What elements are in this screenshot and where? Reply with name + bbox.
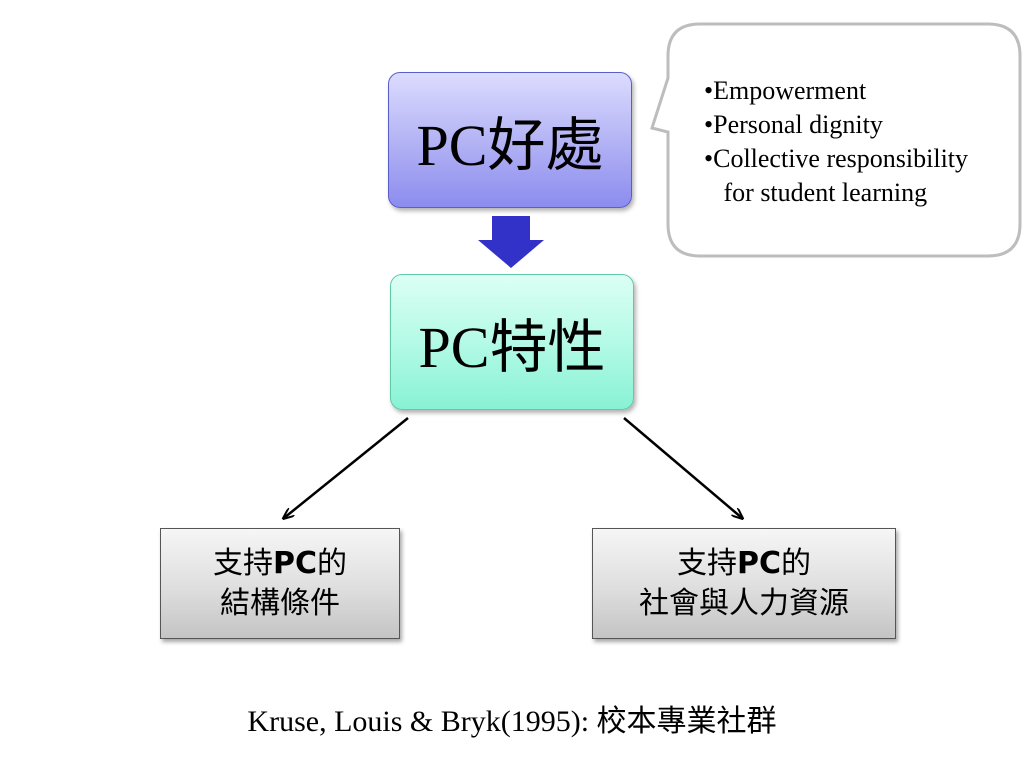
callout-item: •Empowerment [704,76,867,105]
down-arrow-icon [478,216,544,268]
callout-item: •Collective responsibility [704,144,969,173]
structural-conditions-line2: 結構條件 [220,585,340,621]
speech-bubble [650,22,1022,258]
social-human-resources-box: 支持PC的 社會與人力資源 [592,528,896,639]
citation: Kruse, Louis & Bryk(1995): 校本專業社群 [247,705,777,738]
line1-suffix: 的 [781,545,811,581]
callout-text: •Empowerment •Personal dignity •Collecti… [704,74,968,210]
callout-item: •Personal dignity [704,110,883,139]
structural-conditions-line1: 支持PC的 [213,544,347,584]
structural-conditions-box: 支持PC的 結構條件 [160,528,400,639]
line1-prefix: 支持 [676,545,737,581]
pc-benefits-label: PC好處 [416,113,604,178]
callout-item: for student learning [704,178,928,207]
line1-suffix: 的 [317,545,347,581]
social-resources-line2: 社會與人力資源 [639,585,849,621]
left-connector-arrow [284,417,409,518]
line1-pc: PC [736,545,781,581]
pc-benefits-box: PC好處 [388,72,632,208]
line1-pc: PC [272,545,317,581]
right-connector-arrow [623,417,742,518]
pc-traits-label: PC特性 [418,315,606,380]
pc-traits-box: PC特性 [390,274,634,410]
social-resources-line1: 支持PC的 [677,544,811,584]
line1-prefix: 支持 [212,545,273,581]
